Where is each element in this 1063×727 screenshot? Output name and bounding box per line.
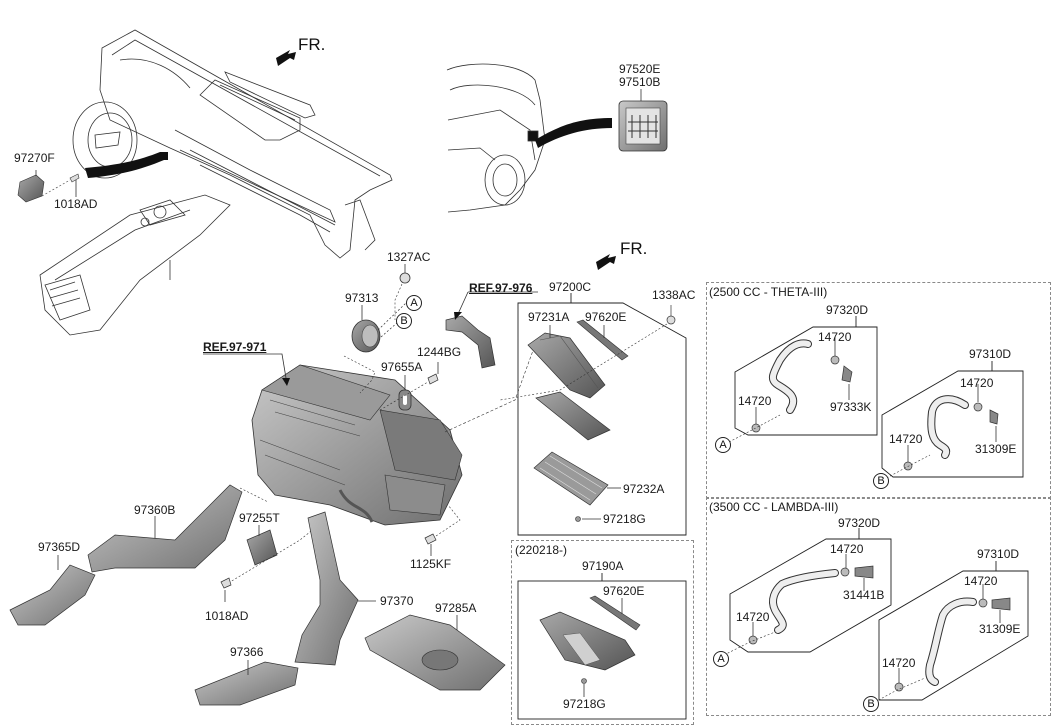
part-label-97231A[interactable]: 97231A xyxy=(528,310,570,324)
part-label-97310D-theta[interactable]: 97310D xyxy=(969,347,1012,361)
part-label-97320D-lambda[interactable]: 97320D xyxy=(838,516,881,530)
part-label-97360B[interactable]: 97360B xyxy=(134,503,176,517)
lambda-section-box xyxy=(706,497,1051,716)
part-label-97620E-new[interactable]: 97620E xyxy=(603,584,645,598)
part-label-14720-theta-b-bottom[interactable]: 14720 xyxy=(889,432,923,446)
part-label-97366[interactable]: 97366 xyxy=(230,645,264,659)
pointer-arrow xyxy=(85,152,164,178)
part-label-97190A[interactable]: 97190A xyxy=(582,559,624,573)
connector-marker-a-theta: A xyxy=(715,437,731,453)
pipe-ref-976-drawing xyxy=(445,291,538,369)
part-label-97232A[interactable]: 97232A xyxy=(623,482,665,496)
part-label-97218G[interactable]: 97218G xyxy=(603,512,646,526)
module-97255T-drawing xyxy=(220,519,326,602)
part-label-1244BG[interactable]: 1244BG xyxy=(417,345,462,359)
connector-marker-b-main: B xyxy=(396,313,412,329)
connector-marker-a-main: A xyxy=(406,295,422,311)
part-label-97365D[interactable]: 97365D xyxy=(38,540,81,554)
part-label-1018AD-bottom[interactable]: 1018AD xyxy=(205,609,249,623)
theta-section-box xyxy=(706,282,1051,499)
section-title-date: (220218-) xyxy=(515,543,568,557)
part-label-97255T[interactable]: 97255T xyxy=(239,511,280,525)
cover-97285A-drawing xyxy=(364,614,506,691)
filter-parts-drawing xyxy=(499,305,676,522)
part-label-14720-theta-b-top[interactable]: 14720 xyxy=(960,376,994,390)
part-label-14720-lambda-a-bottom[interactable]: 14720 xyxy=(736,610,770,624)
part-label-97200C[interactable]: 97200C xyxy=(549,280,592,294)
part-label-14720-lambda-b-bottom[interactable]: 14720 xyxy=(882,656,916,670)
connector-marker-b-lambda: B xyxy=(863,696,879,712)
front-arrow-icon-mid xyxy=(596,254,616,270)
theta-hose-b-box xyxy=(881,361,1024,478)
lambda-hose-b-drawing xyxy=(874,584,1011,703)
front-direction-label-mid: FR. xyxy=(620,239,648,258)
front-direction-label-top: FR. xyxy=(298,35,326,54)
theta-hose-b-drawing xyxy=(882,384,999,481)
part-label-97270F[interactable]: 97270F xyxy=(14,151,55,165)
part-label-97510B[interactable]: 97510B xyxy=(619,75,661,89)
part-label-97313[interactable]: 97313 xyxy=(345,291,379,305)
actuator-97313-drawing xyxy=(343,302,407,394)
part-label-97370[interactable]: 97370 xyxy=(380,594,414,608)
part-label-31309E-theta[interactable]: 31309E xyxy=(975,442,1017,456)
filter-assembly-box xyxy=(517,293,687,536)
section-title-lambda: (3500 CC - LAMBDA-III) xyxy=(709,500,839,514)
bolt-1125KF-drawing xyxy=(424,504,461,556)
part-label-1327AC[interactable]: 1327AC xyxy=(387,250,431,264)
part-label-97333K[interactable]: 97333K xyxy=(830,400,872,414)
date-section-box xyxy=(511,540,694,725)
duct-97366-drawing xyxy=(194,660,299,706)
lambda-hose-a-box xyxy=(729,528,892,653)
front-arrow-icon-top xyxy=(276,50,296,66)
part-label-97320D-theta[interactable]: 97320D xyxy=(826,303,869,317)
dashboard-illustration xyxy=(39,29,393,336)
lambda-hose-b-box xyxy=(878,561,1029,701)
reference-link-97-976[interactable]: REF.97-976 xyxy=(469,281,533,295)
vent-pointer xyxy=(535,118,612,148)
duct-97360B-drawing xyxy=(87,484,269,573)
bolt-seal-drawing xyxy=(379,344,536,433)
filter-assembly-new-box xyxy=(517,573,687,720)
rear-vehicle-illustration xyxy=(446,63,546,213)
part-label-97655A[interactable]: 97655A xyxy=(381,360,423,374)
filter-new-parts-drawing xyxy=(539,595,641,697)
part-label-97620E[interactable]: 97620E xyxy=(585,310,627,324)
lambda-hose-a-drawing xyxy=(723,554,874,656)
part-label-97520E[interactable]: 97520E xyxy=(619,62,661,76)
reference-link-97-971[interactable]: REF.97-971 xyxy=(203,340,267,354)
part-label-14720-theta-a-bottom[interactable]: 14720 xyxy=(738,394,772,408)
part-label-31309E-lambda[interactable]: 31309E xyxy=(979,622,1021,636)
vent-grille-drawing xyxy=(618,89,668,152)
connector-marker-b-theta: B xyxy=(873,473,889,489)
duct-97370-drawing xyxy=(294,511,376,666)
theta-hose-a-box xyxy=(734,316,878,436)
part-label-14720-lambda-b-top[interactable]: 14720 xyxy=(964,574,998,588)
part-label-97285A[interactable]: 97285A xyxy=(435,601,477,615)
part-label-1125KF[interactable]: 1125KF xyxy=(410,557,452,571)
theta-hose-a-drawing xyxy=(728,337,853,443)
sensor-97270F-drawing xyxy=(17,170,80,203)
nut-1327AC-drawing xyxy=(399,272,411,284)
connector-marker-a-lambda: A xyxy=(713,651,729,667)
part-label-1338AC[interactable]: 1338AC xyxy=(652,288,696,302)
duct-97365D-drawing xyxy=(9,555,96,626)
part-label-31441B[interactable]: 31441B xyxy=(843,588,885,602)
part-label-97310D-lambda[interactable]: 97310D xyxy=(977,547,1020,561)
part-label-1018AD-top[interactable]: 1018AD xyxy=(54,197,98,211)
hvac-unit-drawing xyxy=(251,364,463,526)
part-label-97218G-new[interactable]: 97218G xyxy=(563,697,606,711)
part-label-14720-theta-a-top[interactable]: 14720 xyxy=(818,330,852,344)
part-label-14720-lambda-a-top[interactable]: 14720 xyxy=(830,542,864,556)
section-title-theta: (2500 CC - THETA-III) xyxy=(709,285,828,299)
